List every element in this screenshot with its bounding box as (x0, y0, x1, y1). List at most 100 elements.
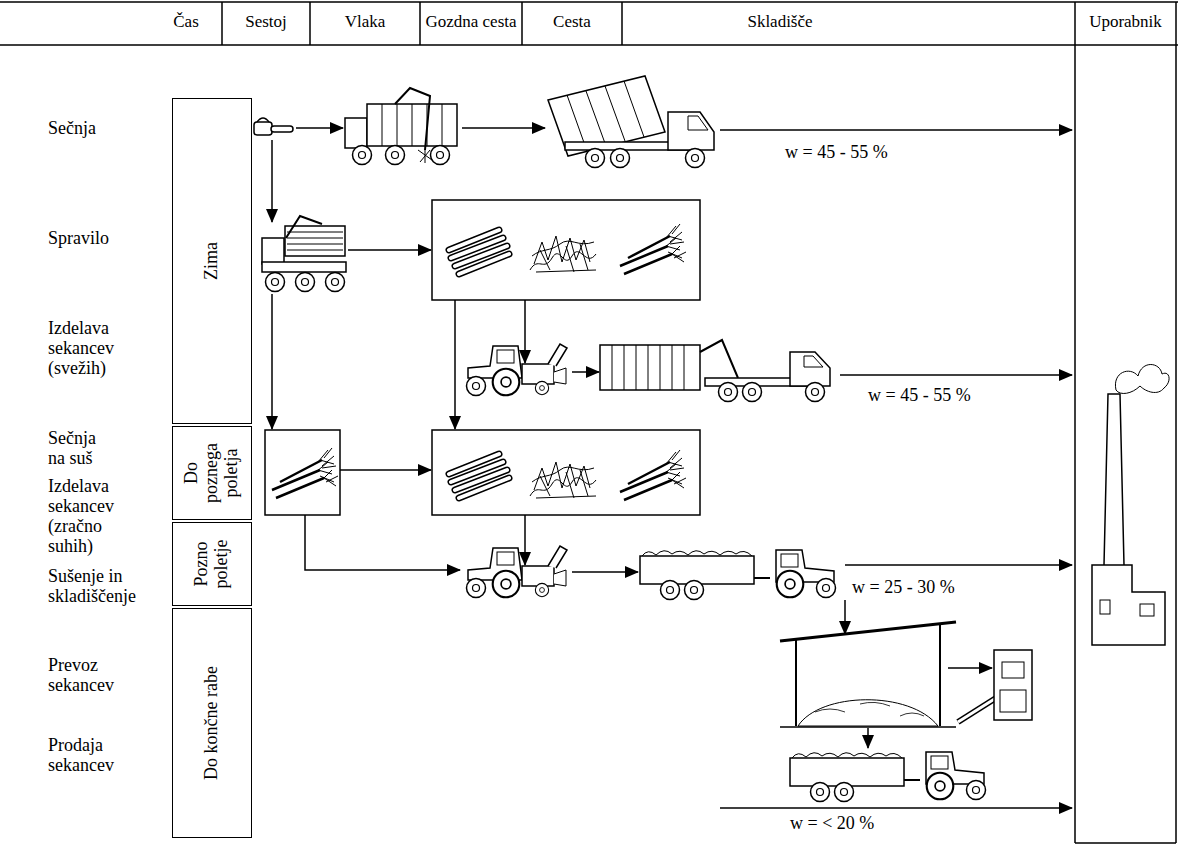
illustration-part (700, 340, 738, 378)
illustration-part (262, 262, 346, 272)
illustration-part (254, 122, 272, 135)
illustration-part (1140, 604, 1154, 616)
illustration-part (948, 667, 992, 669)
tractor (776, 550, 836, 598)
illustration-part (345, 118, 367, 148)
material-box-road (432, 200, 700, 300)
illustration-part (348, 249, 431, 251)
column-header: Gozdna cesta (420, 12, 522, 31)
illustration-part (1100, 600, 1110, 614)
chip-trailer (640, 551, 770, 600)
illustration-part (994, 650, 1032, 720)
season-text: Do poznega poletja (182, 432, 241, 514)
illustration-part (271, 126, 293, 132)
illustration-part (620, 450, 686, 500)
illustration-part (780, 726, 956, 728)
chipper-tractor (467, 344, 568, 396)
activity-label: Izdelava sekancev (svežih) (48, 318, 148, 378)
illustration-part (432, 430, 700, 515)
activity-label: Sečnja na suš (48, 428, 114, 468)
illustration-part (271, 294, 273, 429)
boiler-with-conveyor (958, 650, 1032, 722)
illustration-part (720, 129, 1072, 131)
illustration-part (296, 273, 315, 292)
trees-in-stand-box (265, 430, 340, 515)
illustration-part (567, 81, 644, 151)
illustration-part (524, 300, 526, 363)
illustration-part (454, 300, 456, 429)
activity-label: Prevoz sekancev (48, 655, 128, 695)
illustration-part (386, 146, 405, 165)
season-box: Do končne rabe (172, 608, 252, 838)
illustration-part (353, 146, 372, 165)
illustration-part (530, 236, 596, 272)
illustration-part (367, 104, 457, 146)
illustration-part (1104, 394, 1124, 565)
illustration-part (1115, 365, 1169, 394)
illustration-part (719, 383, 738, 402)
illustration-part (845, 564, 1072, 566)
illustration-part (688, 116, 708, 130)
chip-trailer (790, 753, 920, 802)
illustration-part (600, 345, 700, 390)
chipper-tractor (467, 546, 568, 598)
illustration-part (844, 600, 846, 634)
hooklift-truck (600, 340, 830, 402)
illustration-part (305, 515, 460, 570)
illustration-part (296, 127, 343, 129)
illustration-part (686, 149, 705, 168)
illustration-part (326, 273, 345, 292)
illustration-part (586, 149, 605, 168)
column-header: Uporabnik (1075, 12, 1176, 31)
season-text: Pozno poletje (192, 528, 232, 600)
illustration-part (340, 469, 431, 471)
illustration-part (806, 383, 825, 402)
illustration-part (958, 698, 996, 722)
illustration-part (449, 454, 509, 498)
illustration-part (840, 374, 1072, 376)
moisture-label: w = < 20 % (790, 813, 990, 833)
flow-arrows (272, 128, 1072, 808)
illustration-part (572, 571, 638, 573)
illustration-part (262, 238, 284, 264)
illustration-part (449, 230, 509, 274)
column-header: Cesta (522, 12, 622, 31)
illustration-part (1000, 690, 1026, 712)
illustration-part (287, 232, 343, 250)
season-text: Do končne rabe (202, 614, 222, 832)
column-header: Vlaka (310, 12, 420, 31)
illustration-part (286, 216, 322, 238)
tractor (926, 752, 986, 800)
illustration-part (530, 462, 596, 498)
illustration-part (867, 728, 869, 748)
harvester-chipper (345, 88, 457, 165)
illustration-part (431, 146, 450, 165)
illustration-part (271, 140, 273, 222)
illustration-part (620, 224, 686, 274)
illustration-part (611, 149, 630, 168)
illustration-part (395, 88, 430, 150)
season-box: Zima (172, 98, 252, 424)
illustration-part (432, 200, 700, 300)
illustration-part (1092, 565, 1165, 645)
moisture-label: w = 25 - 30 % (852, 577, 1042, 597)
illustration-part (524, 515, 526, 565)
activity-label: Sečnja (48, 118, 158, 138)
illustration-part (798, 700, 938, 726)
material-box-drying (432, 430, 700, 515)
illustration-part (382, 104, 442, 146)
illustration-part (790, 352, 830, 386)
illustration-part (285, 226, 345, 256)
activity-label: Izdelava sekancev (zračno suhih) (48, 476, 148, 557)
illustration-part (720, 807, 1072, 809)
illustration-part (958, 698, 996, 722)
column-header: Čas (150, 12, 222, 31)
activity-label: Spravilo (48, 228, 158, 248)
season-box: Do poznega poletja (172, 426, 252, 520)
illustration-part (265, 430, 340, 515)
storage-shed (780, 622, 956, 727)
season-box: Pozno poletje (172, 522, 252, 606)
activity-label: Prodaja sekancev (48, 735, 128, 775)
